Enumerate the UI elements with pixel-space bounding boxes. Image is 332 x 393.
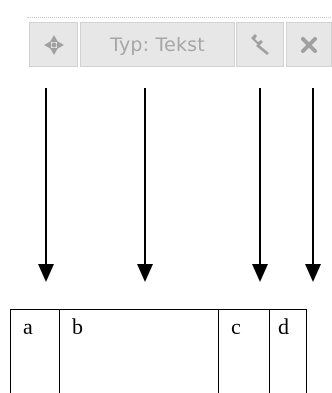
wrench-icon: [248, 33, 272, 57]
arrow-d: [305, 88, 321, 282]
arrow-c: [252, 88, 268, 282]
cell-d[interactable]: d: [269, 309, 307, 393]
arrow-b: [137, 88, 153, 282]
arrow-a: [38, 88, 54, 282]
close-icon: [300, 36, 318, 54]
cell-c-label: c: [231, 314, 241, 339]
cell-c[interactable]: c: [218, 309, 269, 393]
delete-button[interactable]: [286, 22, 332, 67]
cell-b-label: b: [72, 314, 83, 339]
type-label: Typ: Tekst: [110, 33, 205, 56]
cell-d-label: d: [278, 314, 289, 339]
cell-a-label: a: [23, 314, 33, 339]
pointer-arrows: [38, 88, 321, 282]
toolbar-guide-line: [27, 17, 332, 18]
move-button[interactable]: [29, 22, 78, 67]
settings-button[interactable]: [236, 22, 284, 67]
cell-a[interactable]: a: [10, 309, 59, 393]
cell-b[interactable]: b: [59, 309, 218, 393]
type-selector-button[interactable]: Typ: Tekst: [80, 22, 235, 67]
move-icon: [43, 34, 65, 56]
cell-row: a b c d: [10, 309, 332, 393]
